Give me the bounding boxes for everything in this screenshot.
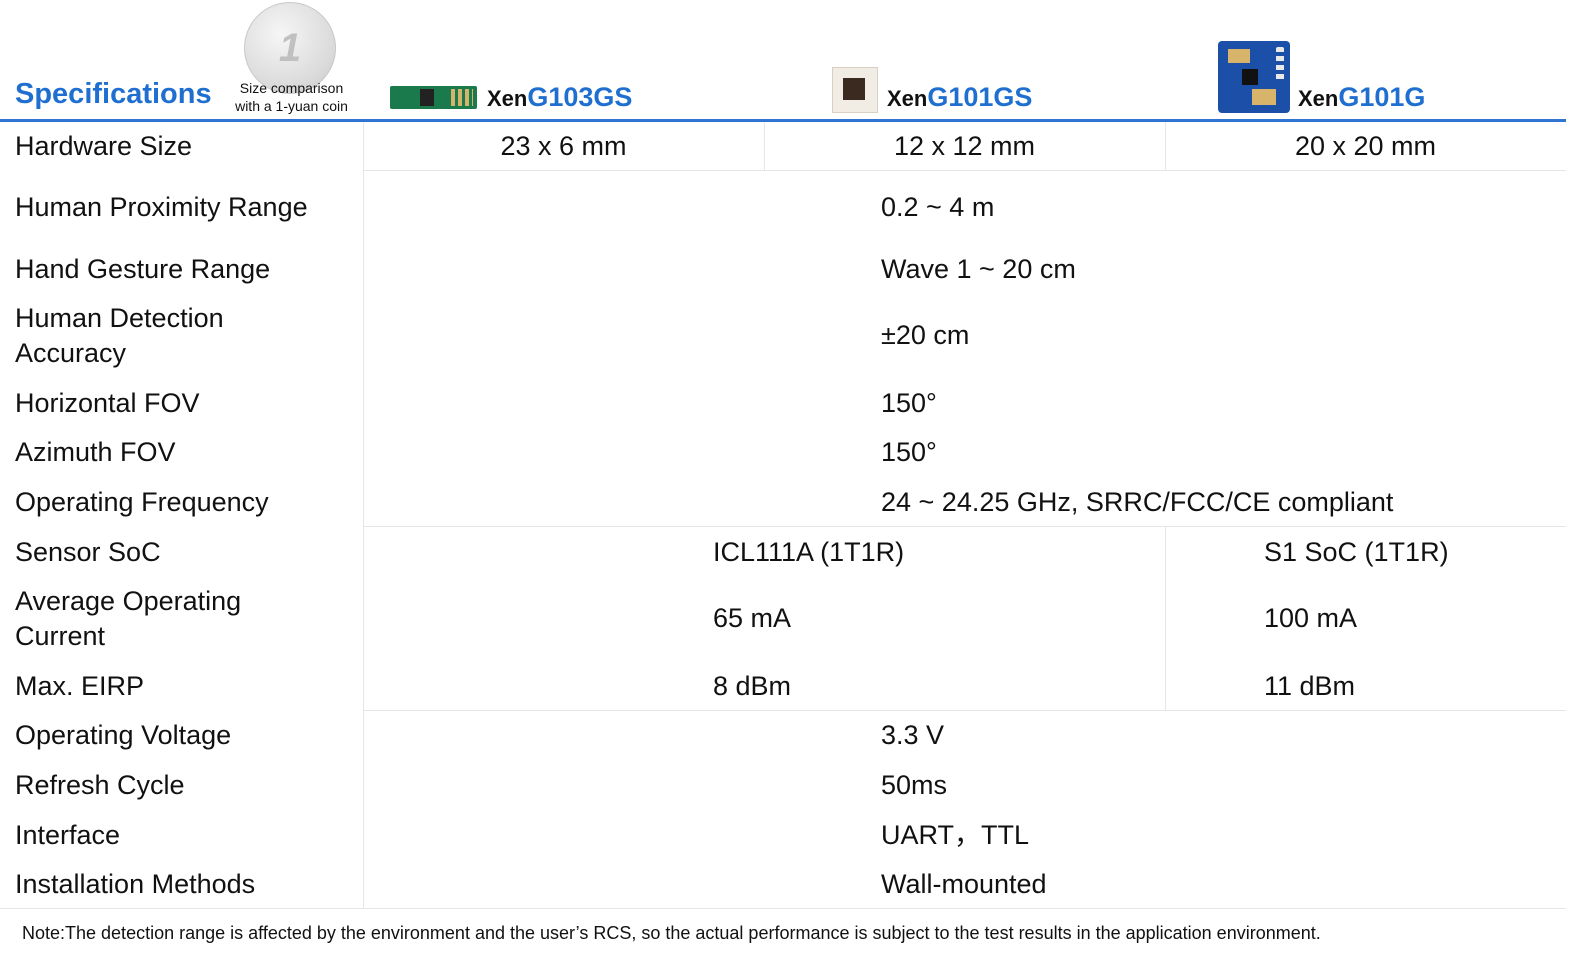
row-label: Operating Voltage bbox=[15, 720, 232, 750]
row-label: Hardware Size bbox=[15, 131, 193, 161]
cell-value: ICL111A (1T1R) bbox=[713, 537, 905, 567]
row-label: Horizontal FOV bbox=[15, 388, 200, 418]
row-label: Max. EIRP bbox=[15, 671, 145, 701]
cell-value: 20 x 20 mm bbox=[1294, 131, 1437, 161]
row-label: Sensor SoC bbox=[15, 537, 161, 567]
product-image-g103gs bbox=[390, 86, 477, 109]
product-prefix: Xen bbox=[1298, 86, 1339, 111]
row-label: Human Detection Accuracy bbox=[15, 301, 224, 371]
row-label-line1: Human Detection bbox=[15, 303, 224, 333]
row-label: Interface bbox=[15, 820, 121, 850]
row-label: Refresh Cycle bbox=[15, 770, 185, 800]
label-column-divider bbox=[363, 122, 364, 908]
row-label-line1: Average Operating bbox=[15, 586, 242, 616]
cell-value: ±20 cm bbox=[881, 320, 970, 350]
cell-value: 8 dBm bbox=[713, 671, 792, 701]
cell-value: 0.2 ~ 4 m bbox=[881, 192, 995, 222]
row-label: Average Operating Current bbox=[15, 584, 241, 654]
cell-value: 150° bbox=[881, 437, 937, 467]
row-label-line2: Accuracy bbox=[15, 338, 127, 368]
cell-value: UART，TTL bbox=[881, 820, 1030, 850]
product-model: G101GS bbox=[927, 82, 1033, 112]
cell-value: Wave 1 ~ 20 cm bbox=[881, 254, 1076, 284]
product-name-g101g: XenG101G bbox=[1298, 82, 1425, 113]
cell-value: 12 x 12 mm bbox=[893, 131, 1036, 161]
header-divider bbox=[0, 119, 1566, 122]
row-divider bbox=[363, 526, 1566, 527]
product-image-g101gs bbox=[832, 67, 878, 113]
footnote: Note:The detection range is affected by … bbox=[22, 923, 1321, 943]
row-label: Azimuth FOV bbox=[15, 437, 176, 467]
product-prefix: Xen bbox=[487, 86, 528, 111]
column-divider bbox=[1165, 526, 1166, 710]
coin-caption-line2: with a 1-yuan coin bbox=[235, 98, 348, 114]
coin-caption-line1: Size comparison bbox=[239, 80, 344, 96]
coin-caption: Size comparison with a 1-yuan coin bbox=[224, 79, 359, 115]
product-name-g101gs: XenG101GS bbox=[887, 82, 1032, 113]
cell-value: S1 SoC (1T1R) bbox=[1264, 537, 1449, 567]
product-model: G103GS bbox=[527, 82, 633, 112]
cell-value: 11 dBm bbox=[1264, 671, 1356, 701]
row-label: Hand Gesture Range bbox=[15, 254, 271, 284]
product-name-g103gs: XenG103GS bbox=[487, 82, 632, 113]
cell-value: 65 mA bbox=[713, 603, 792, 633]
row-label: Operating Frequency bbox=[15, 487, 269, 517]
cell-value: 23 x 6 mm bbox=[500, 131, 627, 161]
cell-value: 150° bbox=[881, 388, 937, 418]
row-divider bbox=[363, 170, 1566, 171]
row-label: Human Proximity Range bbox=[15, 192, 308, 222]
column-divider bbox=[764, 122, 765, 170]
row-divider bbox=[363, 710, 1566, 711]
table-bottom-divider bbox=[0, 908, 1566, 909]
cell-value: 100 mA bbox=[1264, 603, 1358, 633]
product-image-g101g bbox=[1218, 41, 1290, 113]
cell-value: 3.3 V bbox=[881, 720, 945, 750]
product-prefix: Xen bbox=[887, 86, 928, 111]
product-model: G101G bbox=[1338, 82, 1426, 112]
page-title: Specifications bbox=[15, 78, 212, 110]
row-label-line2: Current bbox=[15, 621, 106, 651]
cell-value: Wall-mounted bbox=[881, 869, 1047, 899]
coin-image: 1 bbox=[244, 2, 336, 94]
cell-value: 24 ~ 24.25 GHz, SRRC/FCC/CE compliant bbox=[881, 487, 1394, 517]
column-divider bbox=[1165, 122, 1166, 170]
row-label: Installation Methods bbox=[15, 869, 256, 899]
cell-value: 50ms bbox=[881, 770, 948, 800]
coin-glyph: 1 bbox=[278, 25, 302, 70]
